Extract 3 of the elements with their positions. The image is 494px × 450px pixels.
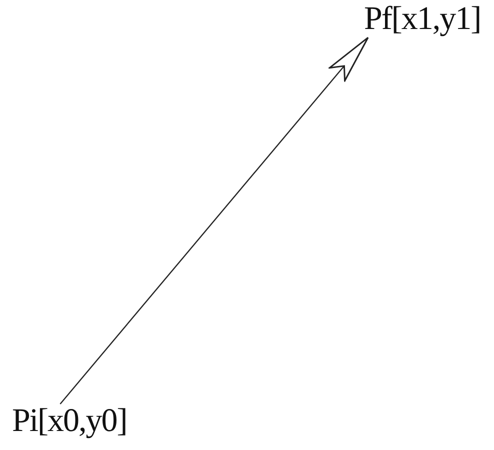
- arrow: [60, 36, 369, 404]
- point-label: Pf[x1,y1]: [364, 0, 481, 40]
- point-label: Pi[x0,y0]: [12, 402, 127, 442]
